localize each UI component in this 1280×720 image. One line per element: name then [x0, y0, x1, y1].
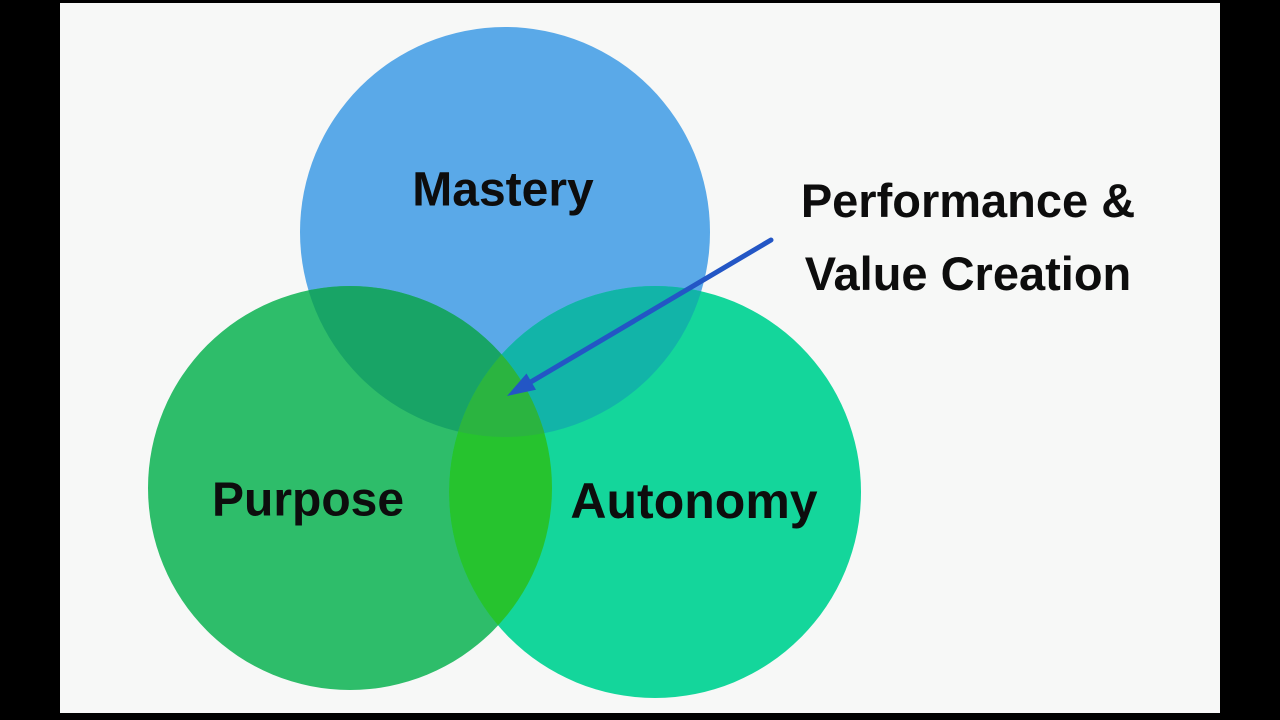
annotation-arrow-head	[507, 373, 536, 396]
annotation-line-1: Performance &	[800, 174, 1136, 227]
annotation-text: Performance & Value Creation	[801, 164, 1135, 310]
annotation-line-2: Value Creation	[804, 247, 1132, 300]
mastery-label: Mastery	[412, 163, 594, 217]
annotation-arrow-line	[521, 237, 774, 389]
autonomy-label: Autonomy	[570, 473, 818, 529]
purpose-label: Purpose	[211, 473, 405, 527]
letterbox-left-bar	[0, 0, 60, 720]
mastery-purpose-overlap	[300, 286, 552, 437]
mastery-autonomy-overlap	[449, 286, 710, 437]
letterbox-bottom-bar	[0, 713, 1280, 720]
letterbox-top-bar	[0, 0, 1280, 3]
letterbox-right-bar	[1220, 0, 1280, 720]
